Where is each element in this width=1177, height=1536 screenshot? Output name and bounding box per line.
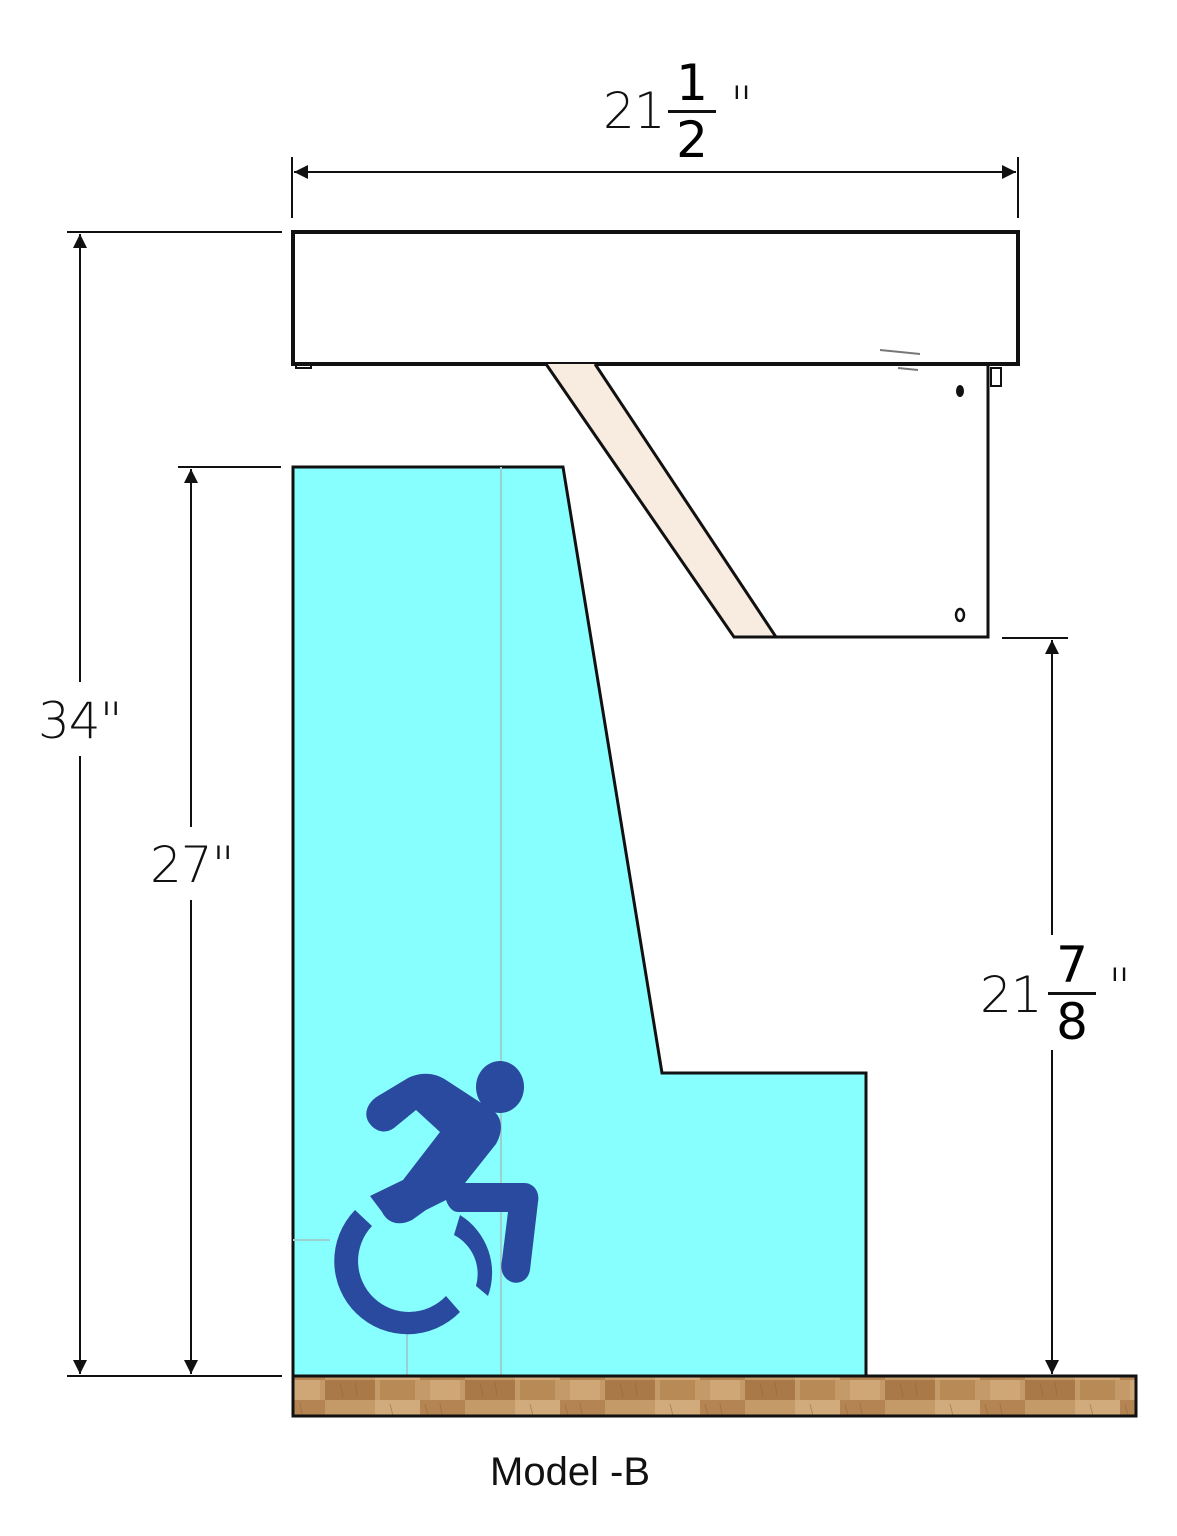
dynamic-wheelchair-icon (334, 1061, 539, 1335)
surface-mark (879, 349, 921, 355)
dimension-overall-height (67, 231, 282, 1377)
counter-top-lip (295, 364, 312, 369)
top-width-numerator: 1 (676, 54, 708, 112)
mounting-hole-bottom (954, 607, 966, 623)
overall-height-label: 34" (38, 692, 123, 750)
dimension-knee-clearance (178, 466, 281, 1374)
under-bracket-numerator: 7 (1056, 936, 1088, 994)
dimension-top-width (291, 157, 1019, 218)
mounting-hole-top (956, 385, 964, 397)
dimension-under-bracket (1002, 637, 1068, 1374)
fraction-bar (1048, 992, 1096, 995)
under-bracket-denominator: 8 (1056, 993, 1088, 1051)
top-width-whole: 21 (603, 82, 666, 140)
support-bracket (546, 364, 776, 637)
surface-mark (897, 367, 919, 371)
bracket-tab (990, 367, 1002, 387)
fraction-bar (668, 110, 716, 113)
counter-top (291, 230, 1020, 366)
knee-clearance-label: 27" (150, 836, 235, 894)
under-bracket-unit: " (1108, 958, 1131, 1016)
model-caption: Model -B (490, 1450, 651, 1494)
under-bracket-fraction: 7 8 (1048, 940, 1096, 1047)
top-width-denominator: 2 (676, 111, 708, 169)
knee-clearance-area (291, 465, 868, 1378)
wood-base (291, 1374, 1138, 1418)
under-bracket-whole: 21 (980, 966, 1043, 1024)
top-width-unit: " (730, 76, 753, 134)
top-width-fraction: 1 2 (668, 58, 716, 165)
